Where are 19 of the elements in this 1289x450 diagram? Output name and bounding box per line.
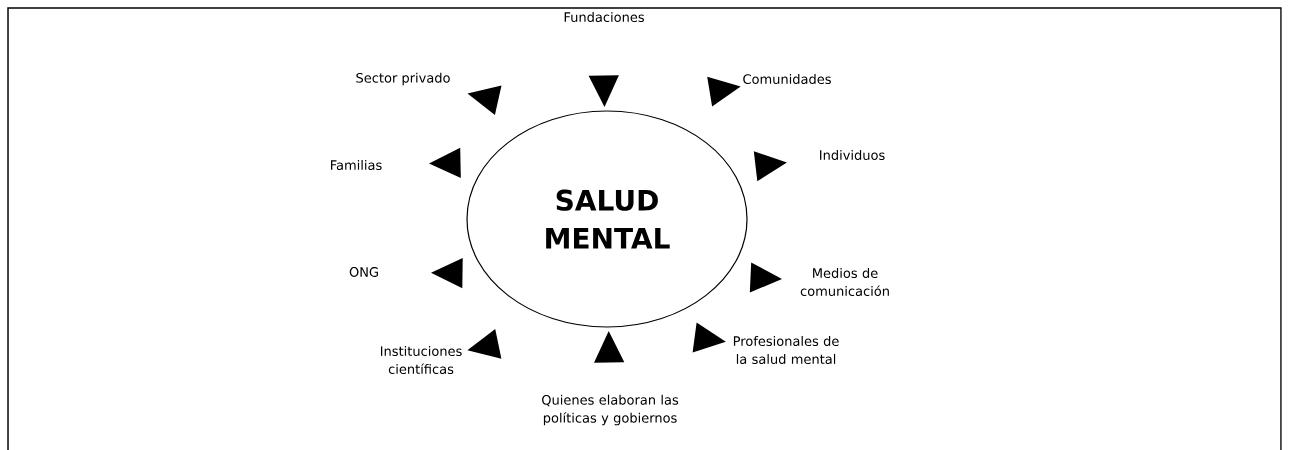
- stakeholder-label: Sector privado: [356, 72, 450, 86]
- stakeholder-label: Individuos: [820, 149, 885, 161]
- stakeholder-label: ONG: [349, 267, 378, 277]
- arrowhead: [431, 258, 463, 289]
- stakeholder-label: Profesionales de la salud mental: [733, 335, 839, 365]
- arrowhead: [707, 76, 741, 107]
- arrowhead: [467, 85, 502, 115]
- stakeholder-label: Comunidades: [743, 73, 831, 85]
- arrowhead: [749, 262, 782, 293]
- arrowhead: [588, 75, 619, 107]
- stakeholder-label: Fundaciones: [564, 11, 644, 23]
- stakeholder-label: Familias: [331, 159, 382, 171]
- stakeholder-label: Quienes elaboran las políticas y gobiernos: [542, 394, 679, 426]
- stakeholder-label: Instituciones científicas: [380, 345, 462, 375]
- arrowhead: [692, 322, 726, 353]
- arrowhead: [753, 151, 787, 182]
- arrowhead: [429, 147, 461, 178]
- arrowhead: [594, 331, 625, 363]
- stakeholder-label: Medios de comunicación: [800, 267, 889, 297]
